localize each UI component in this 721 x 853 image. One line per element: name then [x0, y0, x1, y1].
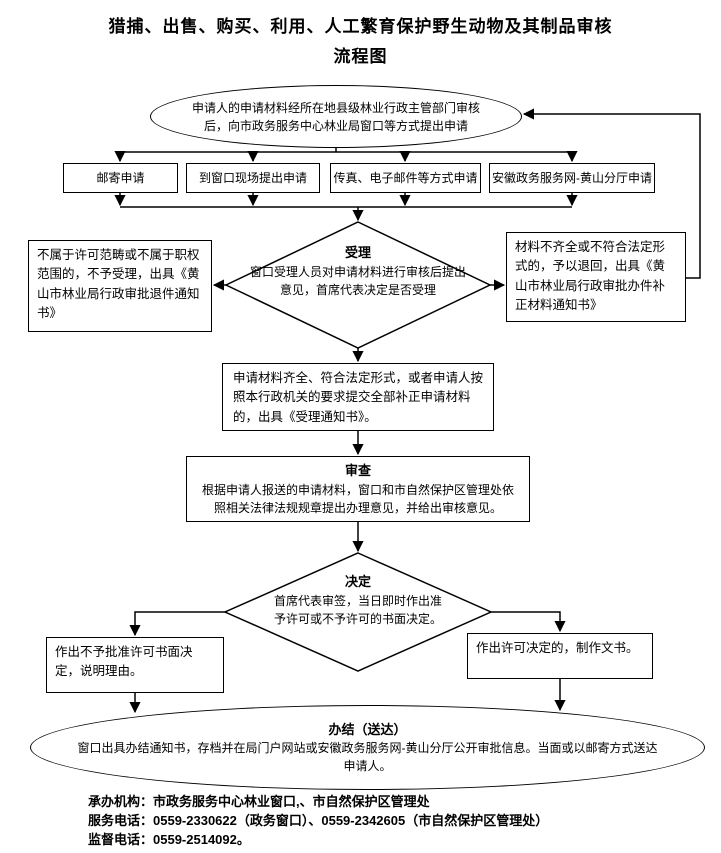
arrow-to-deny-box [129, 611, 225, 637]
start-node: 申请人的申请材料经所在地县级林业行政主管部门审核后，向市政务服务中心林业局窗口等… [150, 85, 522, 148]
review-box: 审查 根据申请人报送的申请材料，窗口和市自然保护区管理处依照相关法律法规规章提出… [186, 456, 530, 522]
connector-feedback-loop [522, 108, 701, 279]
supplement-box-text: 材料不齐全或不符合法定形式的，予以退回，出具《黄山市林业局行政审批办件补正材料通… [515, 240, 666, 313]
channel-window-label: 到窗口现场提出申请 [198, 171, 307, 185]
channel-mail-label: 邮寄申请 [96, 171, 145, 185]
footer-agency: 承办机构：市政务服务中心林业窗口,、市自然保护区管理处 [88, 794, 430, 809]
channel-box-fax-email: 传真、电子邮件等方式申请 [330, 163, 481, 193]
review-box-title: 审查 [344, 463, 371, 478]
supplement-box: 材料不齐全或不符合法定形式的，予以退回，出具《黄山市林业局行政审批办件补正材料通… [506, 232, 686, 322]
deny-box: 作出不予批准许可书面决定，说明理由。 [46, 637, 224, 693]
decision-diamond-shape [223, 552, 493, 672]
channel-fax-email-label: 传真、电子邮件等方式申请 [333, 171, 478, 185]
decision-diamond-title: 决定 [344, 574, 371, 589]
page-title-line2: 流程图 [333, 47, 388, 66]
end-node-text: 窗口出具办结通知书，存档并在局门户网站或安徽政务服务网-黄山分厅公开审批信息。当… [77, 741, 658, 774]
decision-diamond: 决定 首席代表审签，当日即时作出准予许可或不予许可的书面决定。 [273, 572, 443, 628]
channel-box-online: 安徽政务服务网-黄山分厅申请 [489, 163, 655, 193]
footer-service-phone: 服务电话：0559-2330622（政务窗口）、0559-2342605（市自然… [88, 813, 549, 828]
accept-diamond-title: 受理 [344, 245, 371, 260]
footer-supervise-phone: 监督电话：0559-2514092。 [88, 832, 250, 847]
channel-online-label: 安徽政务服务网-黄山分厅申请 [492, 171, 652, 185]
accepted-box: 申请材料齐全、符合法定形式，或者申请人按照本行政机关的要求提交全部补正申请材料的… [222, 363, 494, 431]
end-node-title: 办结（送达） [328, 721, 407, 737]
accept-diamond: 受理 窗口受理人员对申请材料进行审核后提出意见，首席代表决定是否受理 [248, 243, 468, 299]
accepted-box-text: 申请材料齐全、符合法定形式，或者申请人按照本行政机关的要求提交全部补正申请材料的… [233, 371, 484, 424]
end-node: 办结（送达） 窗口出具办结通知书，存档并在局门户网站或安徽政务服务网-黄山分厅公… [30, 705, 705, 790]
page-title-line1: 猎捕、出售、购买、利用、人工繁育保护野生动物及其制品审核 [108, 17, 613, 36]
deny-box-text: 作出不予批准许可书面决定，说明理由。 [55, 645, 193, 679]
arrow-to-grant-box [491, 611, 566, 633]
grant-box-text: 作出许可决定的，制作文书。 [476, 641, 639, 655]
reject-box-text: 不属于许可范畴或不属于职权范围的，不予受理，出具《黄山市林业局行政审批退件通知书… [37, 248, 200, 321]
grant-box: 作出许可决定的，制作文书。 [467, 633, 653, 679]
footer-info: 承办机构：市政务服务中心林业窗口,、市自然保护区管理处 服务电话：0559-23… [88, 792, 548, 849]
page-title: 猎捕、出售、购买、利用、人工繁育保护野生动物及其制品审核 流程图 [0, 12, 721, 72]
start-node-text: 申请人的申请材料经所在地县级林业行政主管部门审核后，向市政务服务中心林业局窗口等… [191, 100, 480, 133]
channel-box-mail: 邮寄申请 [63, 163, 178, 193]
decision-diamond-text: 首席代表审签，当日即时作出准予许可或不予许可的书面决定。 [273, 593, 442, 626]
reject-box: 不属于许可范畴或不属于职权范围的，不予受理，出具《黄山市林业局行政审批退件通知书… [28, 240, 212, 332]
channel-box-window: 到窗口现场提出申请 [186, 163, 320, 193]
accept-diamond-text: 窗口受理人员对申请材料进行审核后提出意见，首席代表决定是否受理 [249, 264, 466, 297]
review-box-text: 根据申请人报送的申请材料，窗口和市自然保护区管理处依照相关法律法规规章提出办理意… [201, 482, 514, 515]
